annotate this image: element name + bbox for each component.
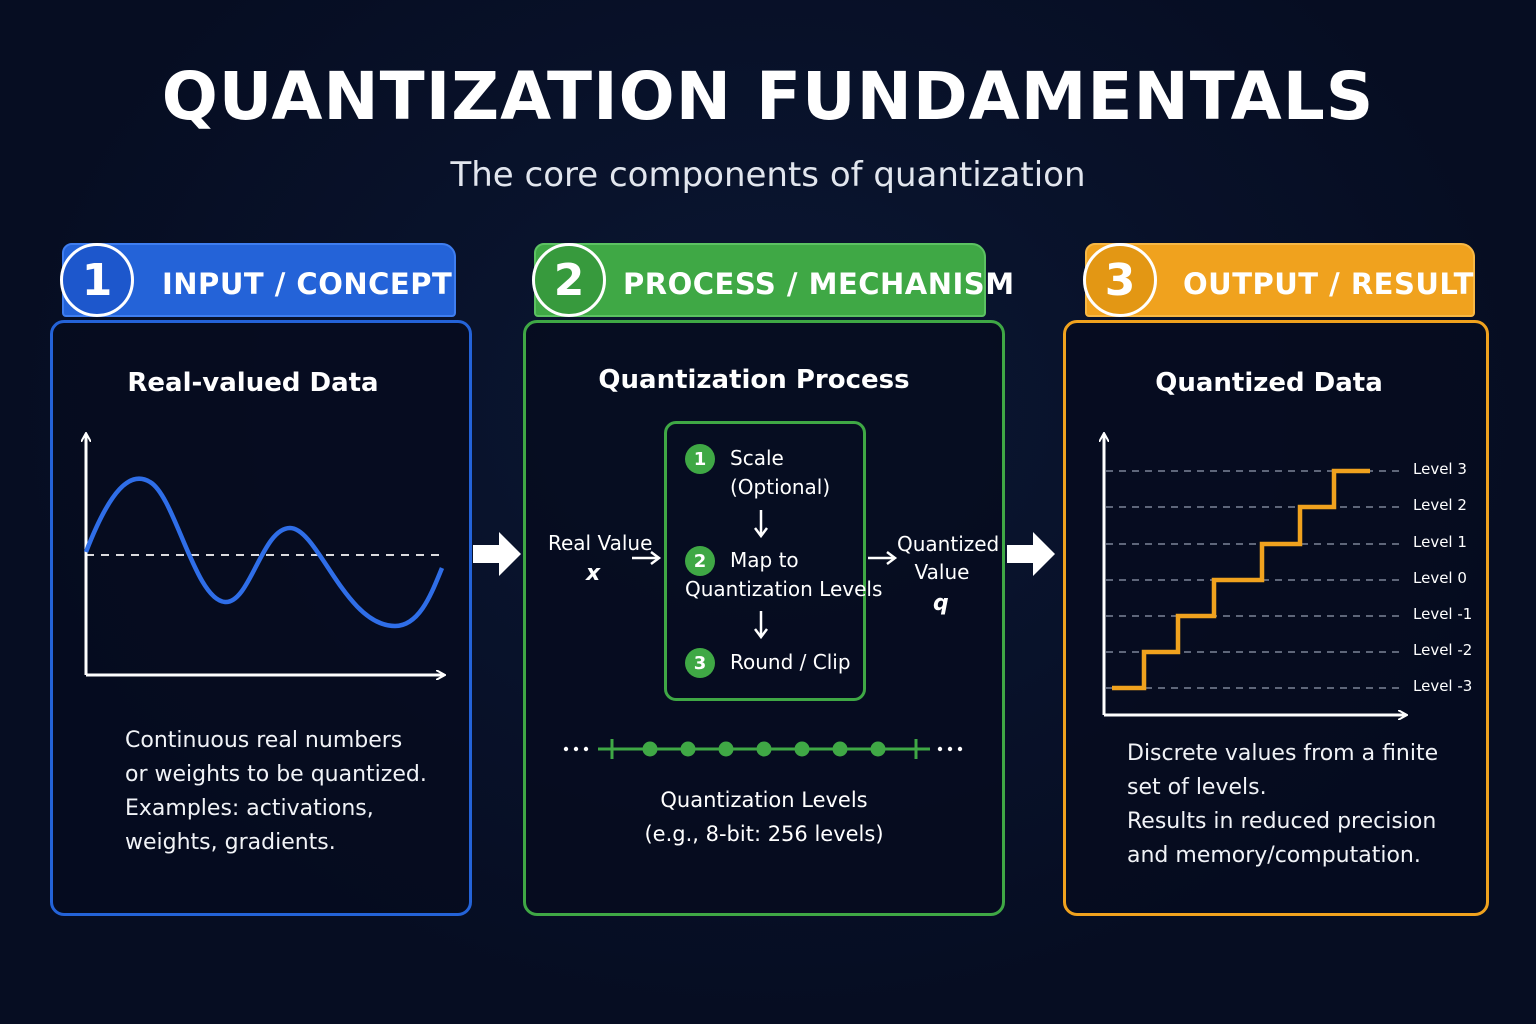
description-line: Results in reduced precision bbox=[1127, 809, 1437, 834]
level-label: Level -2 bbox=[1413, 641, 1473, 659]
description-line: or weights to be quantized. bbox=[125, 762, 427, 787]
down-arrow-icon bbox=[754, 510, 768, 539]
process-steps-box bbox=[664, 421, 866, 701]
panel-title-process: Quantization Process bbox=[598, 365, 910, 395]
step-1-text: Scale (Optional) bbox=[730, 444, 830, 502]
down-arrow-icon bbox=[754, 611, 768, 640]
levels-caption-line1: Quantization Levels bbox=[660, 788, 868, 812]
flow-arrow-icon bbox=[473, 532, 521, 576]
levels-caption-line2: (e.g., 8-bit: 256 levels) bbox=[644, 822, 884, 846]
small-arrow-icon bbox=[632, 551, 662, 565]
page-subtitle: The core components of quantization bbox=[450, 155, 1086, 195]
level-label: Level 1 bbox=[1413, 533, 1467, 551]
panel-output bbox=[1063, 320, 1489, 916]
header-label-output: OUTPUT / RESULT bbox=[1183, 267, 1474, 301]
level-label: Level 2 bbox=[1413, 496, 1467, 514]
step-number-1: 1 bbox=[60, 243, 134, 317]
quantized-value-label: Quantized Value bbox=[897, 532, 1000, 584]
step-number-3: 3 bbox=[1083, 243, 1157, 317]
step-badge-2: 2 bbox=[685, 546, 715, 576]
level-label: Level -1 bbox=[1413, 605, 1473, 623]
step-1-line2: (Optional) bbox=[730, 475, 831, 499]
real-value-label: Real Value bbox=[548, 531, 653, 555]
header-label-process: PROCESS / MECHANISM bbox=[623, 267, 1015, 301]
description-line: Examples: activations, bbox=[125, 796, 374, 821]
panel-description-input: Continuous real numbers or weights to be… bbox=[125, 724, 427, 860]
step-badge-1: 1 bbox=[685, 444, 715, 474]
output-variable-q: q bbox=[933, 591, 949, 616]
header-tab-process bbox=[534, 243, 986, 317]
header-label-input: INPUT / CONCEPT bbox=[162, 267, 453, 301]
step-2-line2: Quantization Levels bbox=[685, 577, 883, 601]
page-title: QUANTIZATION FUNDAMENTALS bbox=[161, 58, 1375, 135]
panel-title-output: Quantized Data bbox=[1155, 368, 1383, 398]
input-variable-x: x bbox=[586, 561, 601, 586]
panel-process bbox=[523, 320, 1005, 916]
level-label: Level -3 bbox=[1413, 677, 1473, 695]
quantized-label-line1: Quantized bbox=[897, 532, 1000, 556]
panel-title-input: Real-valued Data bbox=[127, 368, 379, 398]
output-axes bbox=[1104, 434, 1406, 715]
level-label: Level 0 bbox=[1413, 569, 1467, 587]
quantization-level-line bbox=[563, 739, 963, 759]
step-1-line1: Scale bbox=[730, 446, 784, 470]
quantized-label-line2: Value bbox=[914, 560, 970, 584]
small-arrow-icon bbox=[868, 551, 898, 565]
panel-input bbox=[50, 320, 472, 916]
step-badge-3: 3 bbox=[685, 648, 715, 678]
quantized-staircase bbox=[1112, 468, 1370, 691]
description-line: and memory/computation. bbox=[1127, 843, 1421, 868]
description-line: weights, gradients. bbox=[125, 830, 336, 855]
step-2-text: Map to Quantization Levels bbox=[685, 546, 883, 604]
step-3-text: Round / Clip bbox=[730, 650, 851, 674]
continuous-signal-curve bbox=[83, 476, 445, 629]
description-line: set of levels. bbox=[1127, 775, 1267, 800]
panel-description-output: Discrete values from a finite set of lev… bbox=[1127, 737, 1438, 873]
step-2-line1: Map to bbox=[730, 548, 799, 572]
levels-caption: Quantization Levels (e.g., 8-bit: 256 le… bbox=[523, 783, 1005, 851]
level-label: Level 3 bbox=[1413, 460, 1467, 478]
description-line: Discrete values from a finite bbox=[1127, 741, 1439, 766]
description-line: Continuous real numbers bbox=[125, 728, 403, 753]
flow-arrow-icon bbox=[1007, 532, 1055, 576]
step-number-2: 2 bbox=[532, 243, 606, 317]
